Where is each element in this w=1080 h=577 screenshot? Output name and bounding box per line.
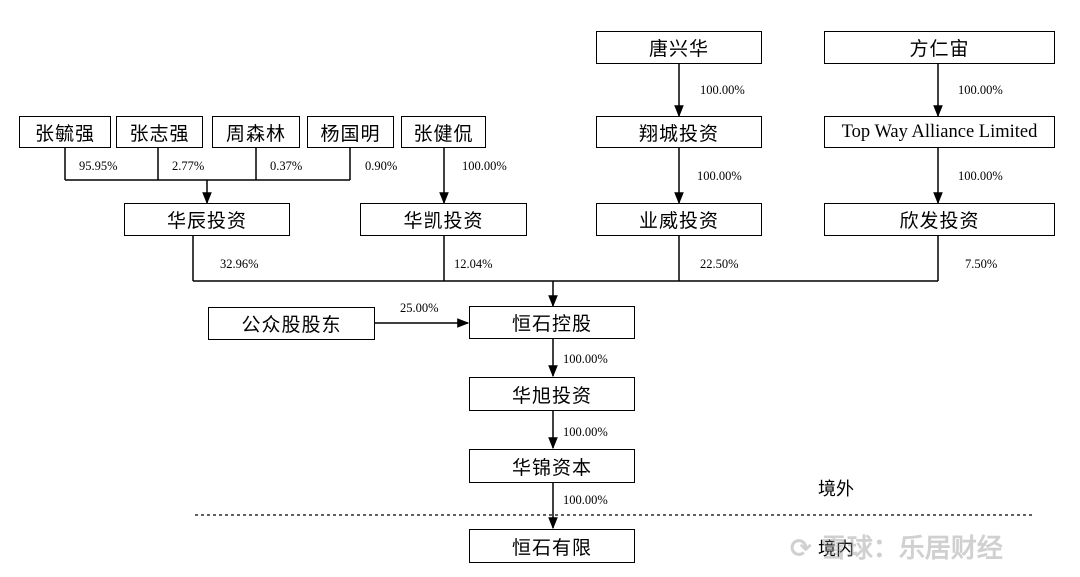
pct-zhang-yuqiang-huachen: 95.95% [79,159,118,173]
node-hengshi-holding: 恒石控股 [469,306,635,339]
pct-tang-xiangcheng: 100.00% [700,83,745,97]
node-hengshi-ltd: 恒石有限 [469,529,635,563]
node-public-shareholders: 公众股股东 [208,307,375,340]
node-huachen: 华辰投资 [124,203,290,236]
node-yang-guoming: 杨国明 [307,116,394,148]
node-huakai: 华凯投资 [360,203,527,236]
pct-fang-topway: 100.00% [958,83,1003,97]
pct-public-hengshi: 25.00% [400,301,439,315]
watermark-text: 雪球：乐居财经 [820,534,1003,564]
node-zhou-senlin: 周森林 [212,116,300,148]
pct-xiangcheng-yewei: 100.00% [697,169,742,183]
node-huajin: 华锦资本 [469,449,635,483]
pct-huaxu-huajin: 100.00% [563,425,608,439]
node-tang-xinghua: 唐兴华 [596,31,762,64]
pct-zhang-zhiqiang-huachen: 2.77% [172,159,205,173]
label-onshore: 境内 [818,539,854,560]
pct-huakai-hengshi: 12.04% [454,257,493,271]
watermark-logo-icon: ⟳ [790,534,812,564]
pct-topway-xinfa: 100.00% [958,169,1003,183]
node-zhang-jiankan: 张健侃 [401,116,486,148]
pct-yang-guoming-huachen: 0.90% [365,159,398,173]
node-xiangcheng: 翔城投资 [596,116,762,148]
node-xinfa: 欣发投资 [824,203,1055,236]
node-top-way: Top Way Alliance Limited [824,116,1055,148]
node-zhang-zhiqiang: 张志强 [116,116,203,148]
pct-huajin-hengshi-ltd: 100.00% [563,493,608,507]
pct-xinfa-hengshi: 7.50% [965,257,998,271]
pct-yewei-hengshi: 22.50% [700,257,739,271]
node-yewei: 业威投资 [596,203,762,236]
node-fang-renzhou: 方仁宙 [824,31,1055,64]
node-huaxu: 华旭投资 [469,377,635,411]
watermark: ⟳ 雪球：乐居财经 [790,528,1003,565]
pct-hengshi-huaxu: 100.00% [563,352,608,366]
pct-zhang-jiankan-huakai: 100.00% [462,159,507,173]
node-zhang-yuqiang: 张毓强 [19,116,111,148]
pct-zhou-senlin-huachen: 0.37% [270,159,303,173]
label-offshore: 境外 [818,479,854,500]
pct-huachen-hengshi: 32.96% [220,257,259,271]
